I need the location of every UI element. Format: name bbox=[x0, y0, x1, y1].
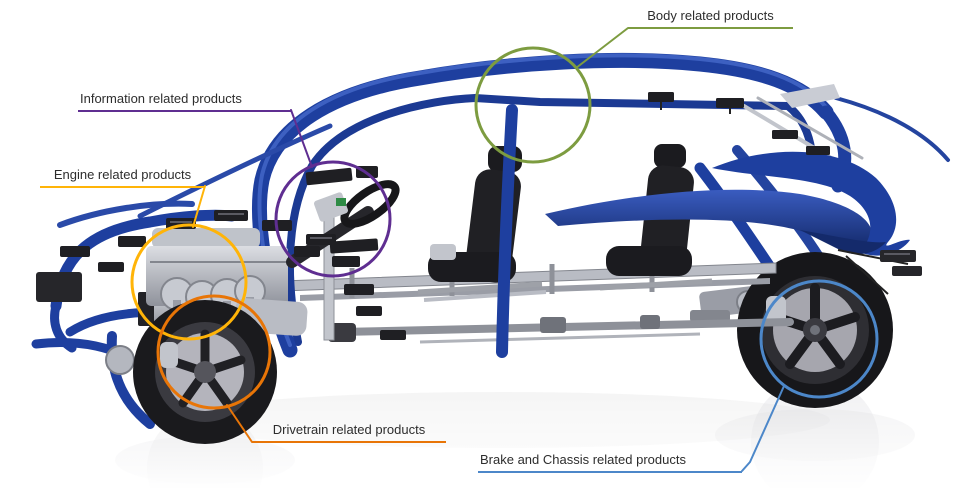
label-engine-related-products[interactable]: Engine related products bbox=[40, 167, 205, 188]
rear-wheel bbox=[737, 252, 893, 408]
label-brake-chassis-related-products[interactable]: Brake and Chassis related products bbox=[478, 452, 742, 473]
front-bumper-frame bbox=[31, 200, 238, 429]
rear-beltline bbox=[545, 189, 872, 249]
label-drivetrain-related-products[interactable]: Drivetrain related products bbox=[252, 422, 446, 443]
rear-fender-shade bbox=[800, 230, 886, 255]
spoiler bbox=[780, 84, 840, 108]
rear-fender bbox=[712, 151, 910, 256]
body-frame bbox=[137, 52, 950, 358]
rear-struts bbox=[837, 249, 922, 295]
label-information-related-products[interactable]: Information related products bbox=[78, 91, 291, 112]
label-body-related-products[interactable]: Body related products bbox=[628, 8, 793, 29]
